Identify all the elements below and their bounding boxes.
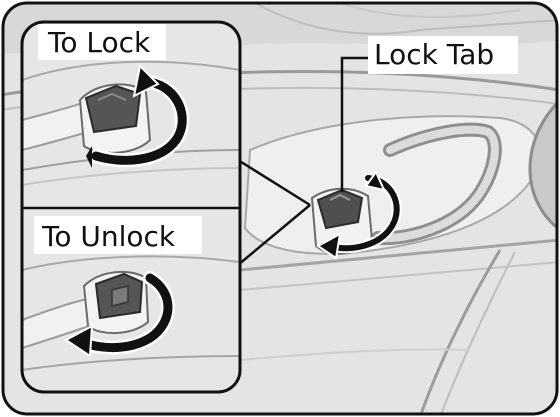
inset-panel: To Lock To Unlock [20, 20, 242, 394]
lock-tab-shape [316, 188, 364, 230]
lock-tab-label: Lock Tab [368, 36, 518, 74]
lock-tab-leader [340, 56, 368, 192]
to-unlock-label: To Unlock [34, 216, 202, 254]
to-lock-text: To Lock [47, 26, 151, 59]
counterclockwise-arrow-icon [316, 169, 402, 260]
clockwise-arrow-icon [86, 63, 190, 168]
to-unlock-text: To Unlock [41, 220, 176, 253]
counterclockwise-arrow-icon [64, 271, 175, 358]
to-unlock-scene [22, 255, 240, 371]
to-lock-label: To Lock [38, 24, 166, 60]
to-lock-scene [22, 60, 240, 186]
lock-tab-text: Lock Tab [374, 38, 494, 71]
inset-callout-lines [237, 158, 311, 266]
